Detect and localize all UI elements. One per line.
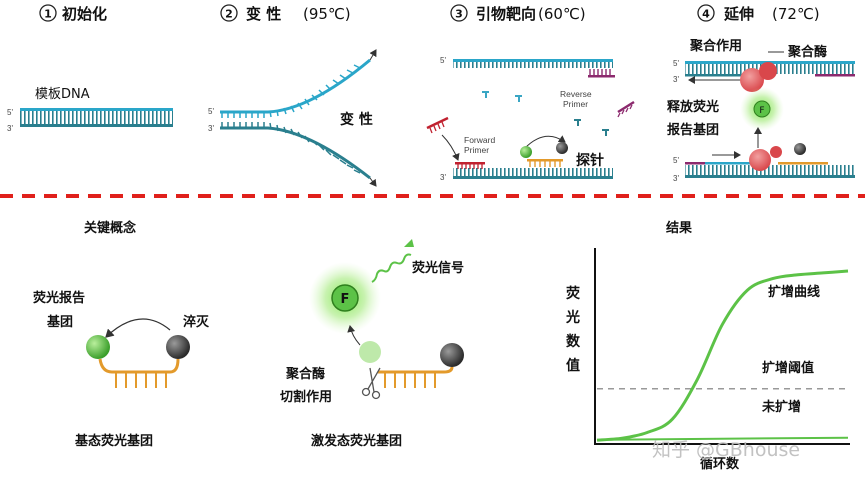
cleavage-label-line2: 切割作用: [280, 389, 332, 405]
reverse-primer-label-line1: Reverse: [560, 89, 592, 99]
step-label: 初始化: [62, 5, 107, 23]
template-dna-double-strand: [20, 108, 173, 127]
polymerase-action-label: 聚合作用: [689, 38, 742, 54]
quencher-dye: [794, 143, 806, 155]
panel-denaturation: 5' 3' 变 性: [208, 49, 377, 187]
reporter-dye-ghost: [359, 341, 381, 363]
forward-primer-free: [426, 116, 460, 161]
release-label: 释放荧光: [667, 99, 719, 115]
denaturation-label: 变 性: [340, 111, 373, 128]
reporter-dye: [86, 335, 110, 359]
xlabel: 循环数: [700, 456, 740, 472]
forward-primer-label-line2: Primer: [464, 145, 489, 155]
step-4-header: 4 延伸 (72℃): [697, 4, 820, 23]
denatured-upper-strand: [220, 49, 377, 118]
step-2-header: 2 变 性 (95℃): [220, 4, 351, 23]
step-number: 2: [225, 8, 233, 21]
step-number: 4: [702, 8, 710, 21]
step-temperature: (72℃): [772, 5, 820, 23]
bottom-template-strand: [453, 162, 613, 179]
reverse-primer-label-line2: Primer: [563, 99, 588, 109]
quencher-dye: [166, 335, 190, 359]
cleaved-probe: [359, 341, 464, 388]
scissors-icon: [361, 367, 381, 400]
emitted-fluorophore: F: [309, 262, 381, 334]
step-1-header: 1 初始化: [39, 4, 107, 23]
top-template-strand: [453, 59, 613, 68]
cleavage-label-line1: 聚合酶: [285, 366, 325, 382]
curve-label: 扩增曲线: [768, 284, 820, 300]
signal-label: 荧光信号: [412, 260, 464, 276]
ylabel-char-4: 值: [566, 357, 580, 374]
watermark: 知乎 @GBhouse: [652, 439, 800, 461]
free-nucleotides: [482, 91, 609, 136]
step-number-circle: [697, 4, 715, 22]
ylabel-char-3: 数: [566, 333, 581, 350]
step-number-circle: [39, 4, 57, 22]
panel-extension: 聚合作用 聚合酶 5' 3' F 释放荧光 报告基团 5' 3': [667, 38, 855, 183]
step-number-circle: [220, 4, 238, 22]
chart-title: 结果: [666, 220, 692, 236]
ground-state-probe: [86, 318, 190, 388]
three-prime-label-bottom: 3': [673, 174, 679, 183]
threshold-label: 扩增阈值: [762, 360, 814, 376]
five-prime-label: 5': [7, 108, 13, 117]
polymerase-label: 聚合酶: [787, 44, 827, 60]
quencher-dye: [440, 343, 464, 367]
three-prime-label: 3': [673, 75, 679, 84]
panel-annealing: 5' Reverse Primer Forward Primer: [426, 56, 635, 182]
reporter-label-line2: 基团: [46, 314, 73, 330]
step-temperature: (95℃): [303, 5, 351, 23]
three-prime-label: 3': [440, 173, 446, 182]
denatured-lower-strand: [220, 122, 377, 187]
probe-label: 探针: [576, 152, 604, 169]
probe: [520, 135, 568, 167]
amplification-curve: [596, 269, 849, 442]
reverse-primer: [588, 69, 615, 78]
free-primer-fragment: [617, 100, 635, 118]
reporter-label-line1: 荧光报告: [33, 290, 85, 306]
three-prime-label: 3': [208, 124, 214, 133]
reporter-label: 报告基团: [667, 122, 719, 138]
five-prime-label-bottom: 5': [673, 156, 679, 165]
five-prime-label: 5': [208, 107, 214, 116]
ylabel-char-1: 荧: [566, 285, 581, 302]
no-amp-label: 未扩增: [761, 399, 801, 415]
quencher-dye: [556, 142, 568, 154]
step-number: 3: [455, 8, 463, 21]
step-label: 变 性: [246, 5, 281, 23]
excited-state: F 荧光信号 聚合酶 切割作用 激发态荧光基团: [280, 239, 464, 449]
signal-wave: [371, 239, 414, 283]
five-prime-label: 5': [673, 59, 679, 68]
released-fluorophore: F: [740, 87, 784, 131]
step-label: 引物靶向: [476, 5, 536, 23]
excited-state-label: 激发态荧光基团: [311, 433, 402, 449]
no-amplification-baseline: [602, 436, 849, 441]
results-chart: 结果 荧 光 数 值 扩增曲线 扩增阈值 未扩增 循环数: [565, 220, 850, 472]
polymerase-enzyme-bottom: [749, 143, 806, 171]
fluorophore-letter: F: [759, 106, 764, 116]
step-number: 1: [44, 8, 52, 21]
panel-initialization: 模板DNA 5' 3': [7, 87, 173, 133]
template-dna-label: 模板DNA: [35, 87, 90, 102]
step-3-header: 3 引物靶向 (60℃): [450, 4, 586, 23]
step-number-circle: [450, 4, 468, 22]
ground-state-label: 基态荧光基团: [74, 433, 153, 449]
step-label: 延伸: [723, 5, 754, 23]
fluorophore-letter: F: [341, 292, 350, 307]
reporter-dye: [520, 146, 532, 158]
polymerase-enzyme-top: [740, 62, 777, 92]
ylabel-char-2: 光: [565, 309, 580, 326]
five-prime-label: 5': [440, 56, 446, 65]
key-concepts-title: 关键概念: [84, 220, 136, 236]
quencher-label: 淬灭: [183, 314, 210, 330]
step-temperature: (60℃): [538, 5, 586, 23]
three-prime-label: 3': [7, 124, 13, 133]
bottom-extension-strand: [685, 151, 855, 178]
key-concepts: 关键概念 荧光报告 基团 淬灭 基态荧光基团: [33, 220, 210, 449]
forward-primer-label-line1: Forward: [464, 135, 495, 145]
